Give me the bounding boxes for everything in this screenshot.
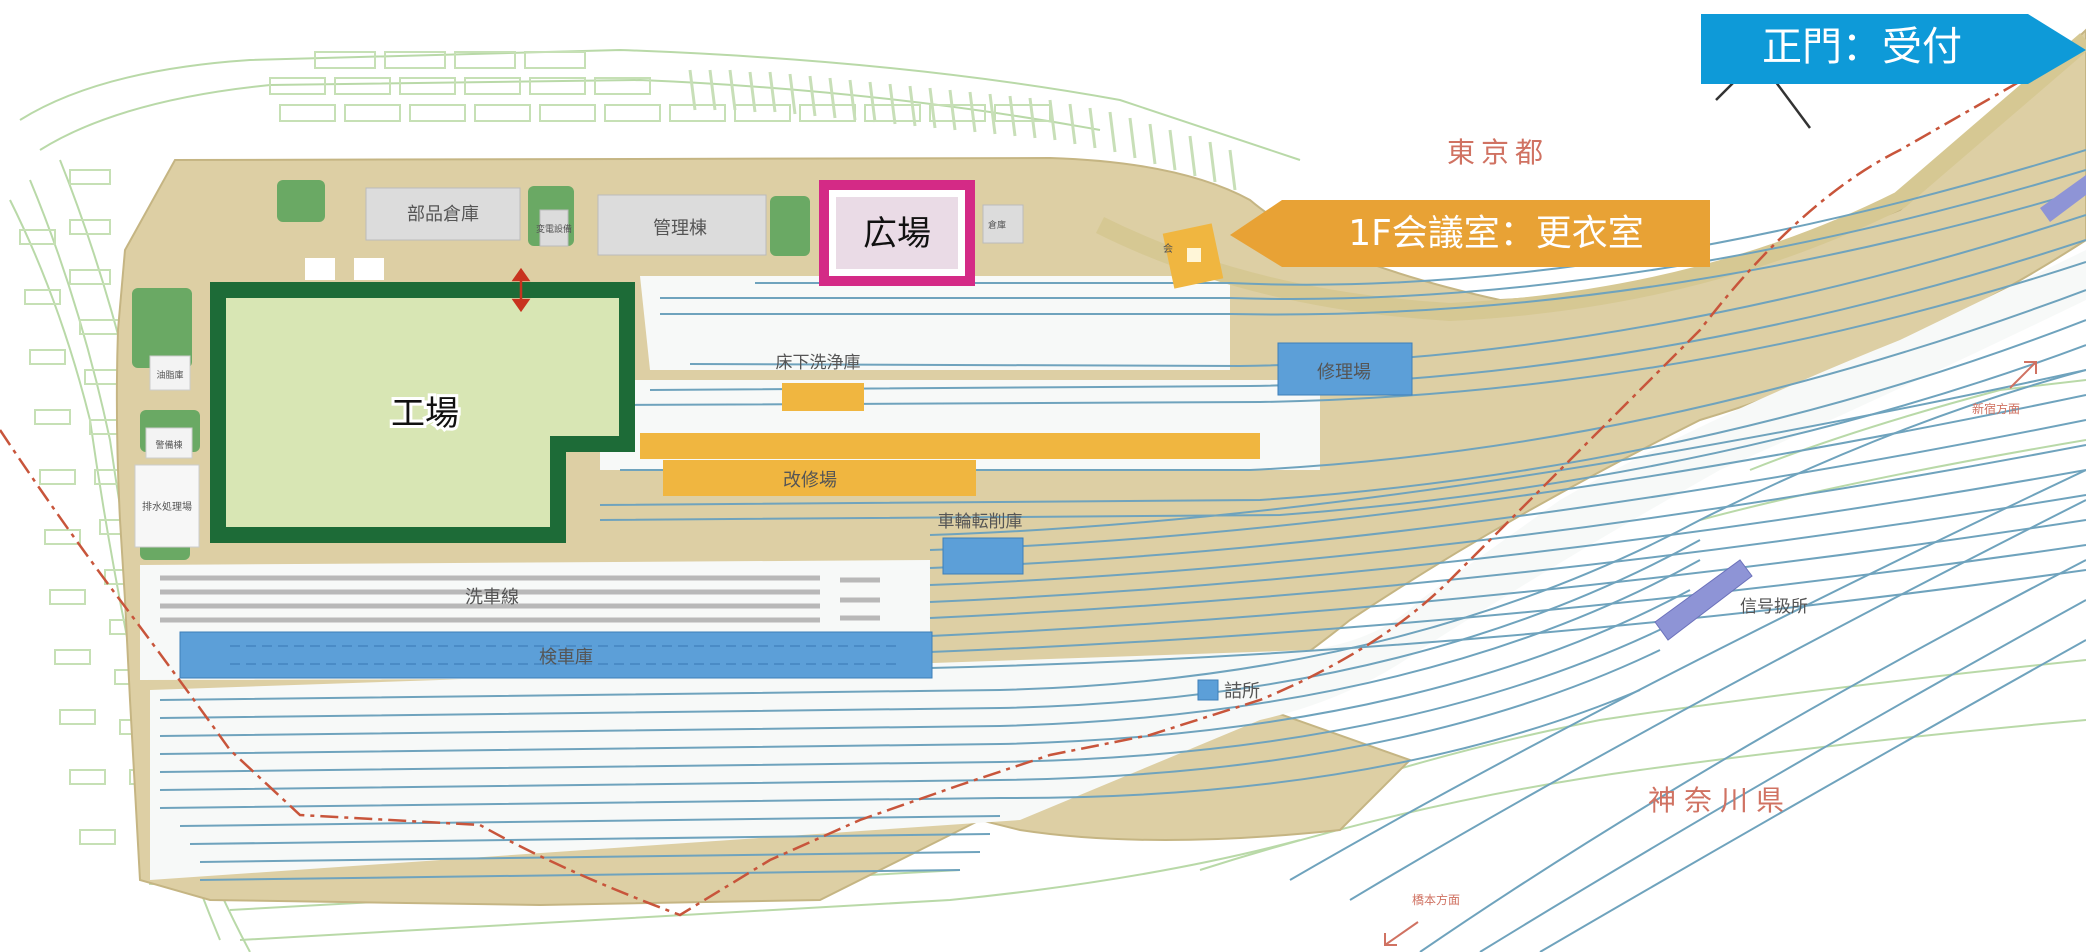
meeting-building-inner: [1187, 248, 1201, 262]
double-arrow-icon: [511, 267, 531, 313]
renovation-label: 改修場: [783, 470, 837, 491]
guard-post-label: 詰所: [1224, 681, 1260, 702]
wheel-lathe-label: 車輪転削庫: [938, 512, 1023, 532]
meeting-room-label: 1F会議室：更衣室: [1348, 213, 1644, 254]
repair-label: 修理場: [1317, 362, 1371, 383]
meeting-room-callout[interactable]: [1230, 200, 1710, 267]
meeting-building-label: 会: [1163, 242, 1173, 255]
parts-warehouse: [365, 187, 521, 241]
prefecture-boundary: [0, 68, 2041, 917]
hashimoto-direction-label: 橋本方面: [1412, 892, 1460, 907]
oil-store-label: 油脂庫: [156, 369, 183, 381]
renovation-yard: [663, 460, 976, 496]
security-label: 警備棟: [155, 439, 182, 451]
upper-ridge-hatching: [688, 69, 1237, 191]
green-area-4: [132, 288, 192, 368]
white-block-1: [305, 258, 335, 280]
admin-building-label: 管理棟: [653, 218, 707, 239]
waste-water-plant: [134, 464, 200, 548]
wash-line-rails: [160, 575, 880, 623]
kanagawa-label: 神奈川県: [1648, 784, 1792, 817]
main-gate-label: 正門：受付: [1762, 24, 1962, 70]
wheel-lathe: [942, 537, 1024, 575]
underfloor-wash-label: 床下洗浄庫: [776, 353, 861, 373]
small-storage: [982, 204, 1024, 244]
inspection-shed: [179, 631, 933, 679]
parts-warehouse-label: 部品倉庫: [407, 204, 479, 225]
shinjuku-direction-label: 新宿方面: [1972, 401, 2020, 416]
factory: [210, 282, 635, 543]
plaza-inner: [836, 197, 958, 269]
guard-post: [1197, 679, 1219, 701]
small-storage-label: 倉庫: [988, 219, 1006, 231]
plaza-label: 広場: [863, 214, 931, 254]
green-area-3: [770, 196, 810, 256]
signal-structure-right: [2040, 175, 2086, 222]
oil-store: [149, 355, 191, 391]
factory-label: 工場: [391, 394, 459, 434]
white-block-2: [354, 258, 384, 280]
substation: [539, 209, 569, 247]
renovation-track-band: [640, 433, 1260, 459]
green-area-1: [277, 180, 325, 222]
signal-post-label: 信号扱所: [1740, 597, 1808, 617]
substation-label: 変電設備: [536, 223, 572, 235]
signal-post: [1654, 559, 1753, 641]
shinjuku-arrow-icon: [2009, 361, 2037, 389]
wash-line-label: 洗車線: [465, 587, 519, 608]
main-gate-callout[interactable]: [1701, 14, 2086, 84]
repair-shop: [1277, 342, 1413, 396]
underfloor-wash-pad: [782, 383, 864, 411]
tokyo-label: 東京都: [1447, 136, 1549, 169]
admin-building: [597, 194, 767, 256]
security-building: [145, 427, 193, 459]
hashimoto-arrow-icon: [1384, 921, 1419, 946]
inspection-shed-label: 検車庫: [539, 647, 593, 668]
waste-water-label: 排水処理場: [142, 500, 192, 513]
